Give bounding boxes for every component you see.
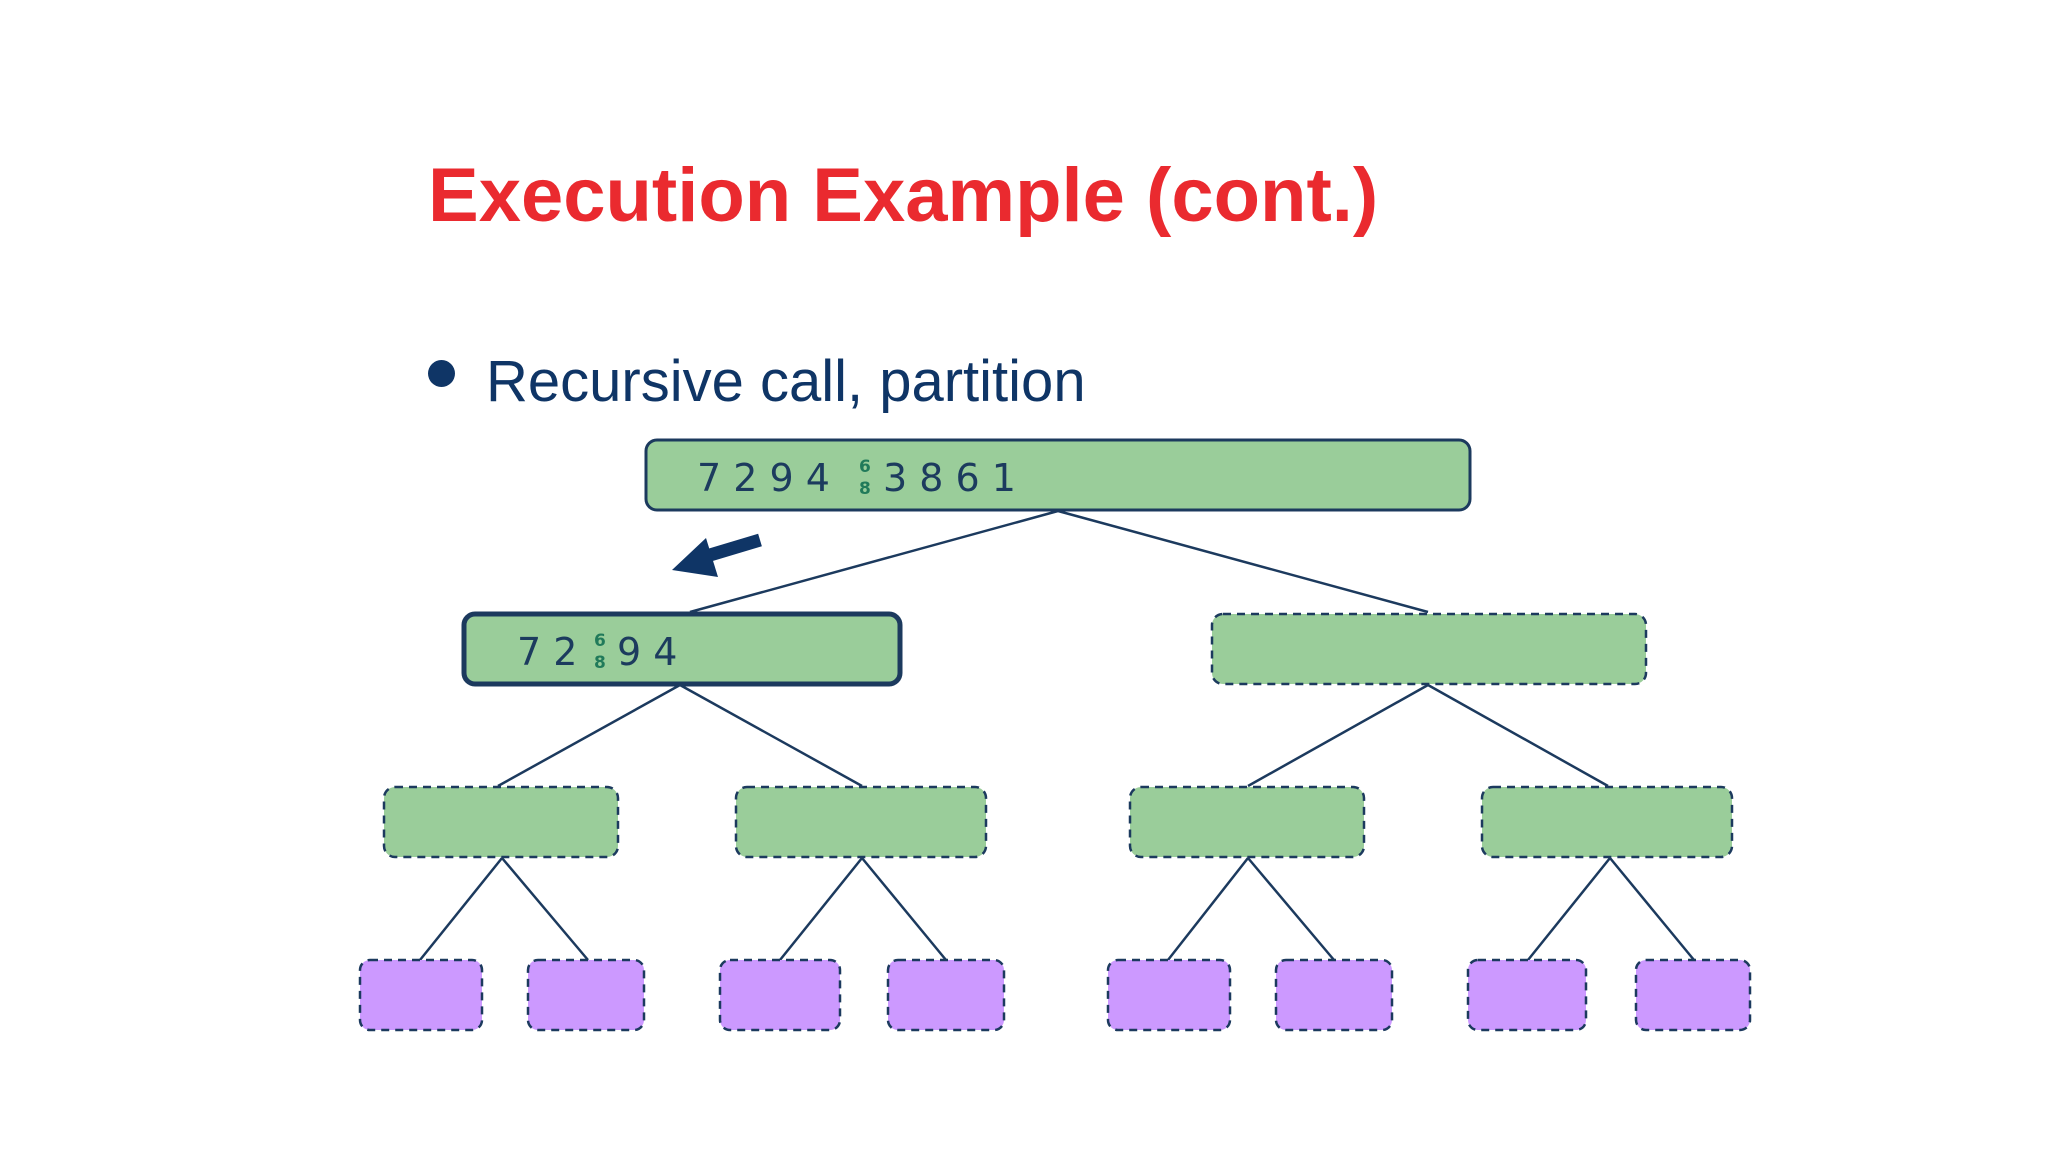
- empty-node-l2-2: [734, 785, 988, 859]
- bullet-item: Recursive call, partition: [428, 348, 1086, 415]
- edge-root-right: [1057, 509, 1429, 614]
- root-pivot-bottom: 8: [859, 479, 871, 499]
- edge-l2-2b: [861, 857, 947, 961]
- empty-node-l3-8: [1634, 958, 1752, 1032]
- root-pivot-top: 6: [859, 457, 871, 477]
- edge-root-left: [689, 509, 1059, 614]
- slide-title: Execution Example (cont.): [428, 153, 1379, 238]
- current-pivot-bottom: 8: [594, 653, 606, 673]
- edge-l2-4a: [1527, 857, 1611, 961]
- edge-l1right-a: [1247, 683, 1429, 788]
- left-arrow-icon: [672, 533, 762, 577]
- current-sequence-left: 7 2: [517, 630, 577, 674]
- edge-l1left-a: [497, 683, 681, 788]
- root-node: [644, 438, 1472, 512]
- root-sequence-left: 7 2 9 4: [697, 456, 830, 500]
- empty-node-l2-1: [382, 785, 620, 859]
- bullet-text: Recursive call, partition: [486, 349, 1086, 414]
- empty-node-l3-3: [718, 958, 842, 1032]
- edge-l2-3a: [1167, 857, 1249, 961]
- edge-l1right-b: [1427, 683, 1609, 788]
- edge-l2-1a: [419, 857, 503, 961]
- empty-node-l3-2: [526, 958, 646, 1032]
- empty-node-l3-4: [886, 958, 1006, 1032]
- edge-l2-1b: [501, 857, 589, 961]
- current-node: [461, 611, 903, 687]
- empty-node-l1-right: [1210, 612, 1648, 686]
- edge-l2-3b: [1247, 857, 1335, 961]
- empty-node-l3-7: [1466, 958, 1588, 1032]
- edge-l2-4b: [1609, 857, 1695, 961]
- edge-l2-2a: [779, 857, 863, 961]
- bullet-dot: [428, 360, 455, 387]
- empty-node-l3-1: [358, 958, 484, 1032]
- edge-l1left-b: [679, 683, 863, 788]
- empty-node-l2-3: [1128, 785, 1366, 859]
- empty-node-l3-6: [1274, 958, 1394, 1032]
- root-sequence-right: 3 8 6 1: [883, 456, 1016, 500]
- current-sequence-right: 9 4: [617, 630, 677, 674]
- empty-node-l2-4: [1480, 785, 1734, 859]
- edges: [419, 509, 1695, 961]
- current-pivot-top: 6: [594, 631, 606, 651]
- empty-node-l3-5: [1106, 958, 1232, 1032]
